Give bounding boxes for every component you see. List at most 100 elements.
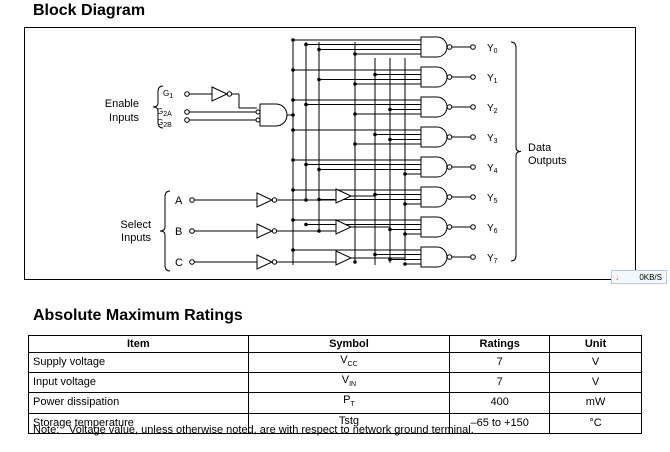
junction-dot [291, 188, 295, 192]
cell-item: Supply voltage [28, 351, 249, 374]
junction-dot [291, 38, 295, 42]
cell-symbol: VCC [247, 351, 451, 374]
table-row: Supply voltage VCC 7 V [28, 351, 642, 374]
junction-dot [291, 98, 295, 102]
inverter-bubble [446, 74, 453, 80]
ratings-header-row: Item Symbol Ratings Unit [28, 335, 642, 353]
junction-dot [373, 72, 377, 77]
enable-pin-g1: G1 [163, 89, 173, 100]
pin-terminal [189, 228, 195, 234]
cell-rating: 400 [449, 392, 551, 414]
note-label: Note: [33, 424, 60, 436]
junction-dot [353, 260, 357, 264]
pin-terminal [470, 254, 476, 260]
download-speed-badge[interactable]: ↓ 0KB/S [611, 270, 667, 284]
inverter-bubble [226, 91, 233, 97]
junction-dot [373, 252, 377, 257]
ratings-table: Item Symbol Ratings Unit Supply voltage … [28, 335, 642, 434]
enable-brace [152, 85, 164, 129]
enable-label: Enable [105, 98, 139, 110]
cell-symbol: PT [247, 392, 451, 414]
cell-symbol: Tstg [247, 412, 451, 434]
select-label: Inputs [121, 232, 151, 244]
junction-dot [388, 227, 392, 232]
inverter-bubble [271, 228, 278, 234]
enable-and-gate [259, 103, 288, 127]
decoder-nand-gate [420, 36, 448, 58]
junction-dot [304, 162, 308, 167]
inverter-bubble [446, 254, 453, 260]
junction-dot [373, 132, 377, 137]
decoder-nand-gate [420, 96, 448, 118]
decoder-nand-gate [420, 246, 448, 268]
inverter-bubble [446, 194, 453, 200]
cell-unit: mW [549, 392, 642, 414]
ratings-note: Note: Voltage value, unless otherwise not… [33, 424, 474, 436]
cell-unit: V [549, 372, 642, 394]
pin-terminal [470, 194, 476, 200]
junction-dot [403, 202, 407, 206]
cell-rating: –65 to +150 [449, 412, 551, 434]
inverter-bubble [255, 117, 261, 123]
output-label-y3: Y3 [487, 133, 498, 145]
junction-dot [304, 42, 308, 47]
cell-unit: °C [549, 412, 642, 434]
junction-dot [403, 172, 407, 176]
output-label-y0: Y0 [487, 43, 498, 55]
note-text: Voltage value, unless otherwise noted, a… [69, 424, 474, 436]
pin-terminal [470, 74, 476, 80]
decoder-nand-gate [420, 216, 448, 238]
junction-dot [317, 197, 321, 202]
junction-dot [353, 112, 357, 116]
pin-terminal [184, 91, 190, 97]
g1-inverter [211, 86, 229, 102]
outputs-brace [510, 41, 522, 262]
pin-terminal [470, 164, 476, 170]
junction-dot [317, 167, 321, 172]
table-row: Power dissipation PT 400 mW [28, 392, 642, 414]
header-unit: Unit [549, 335, 642, 353]
select-pin-a: A [175, 195, 183, 207]
junction-dot [317, 229, 321, 233]
cell-item: Storage temperature [28, 412, 249, 434]
data-outputs-label: Outputs [528, 155, 567, 167]
cell-item: Input voltage [28, 372, 249, 394]
data-outputs-label: Data [528, 142, 552, 154]
select-buffer [335, 188, 353, 204]
ratings-title: Absolute Maximum Ratings [33, 307, 243, 324]
table-row: Input voltage VIN 7 V [28, 372, 642, 394]
output-label-y4: Y4 [487, 163, 498, 175]
pin-terminal [470, 44, 476, 50]
select-inverter [256, 223, 274, 239]
inverter-bubble [271, 259, 278, 265]
junction-dot [291, 68, 295, 72]
pin-terminal [189, 259, 195, 265]
pin-terminal [470, 104, 476, 110]
junction-dot [403, 262, 407, 266]
block-diagram-schematic: Y0Y1Y2Y3Y4Y5Y6Y7EnableInputsG1G2AG2BSele… [105, 36, 567, 272]
junction-dot [403, 232, 407, 236]
select-buffer [335, 250, 353, 266]
junction-dot [291, 218, 295, 222]
enable-pin-g2a: G2A [157, 107, 172, 118]
inverter-bubble [446, 134, 453, 140]
junction-dot [291, 248, 295, 252]
pin-terminal [470, 134, 476, 140]
junction-dot [317, 77, 321, 82]
select-brace [159, 190, 171, 272]
decoder-nand-gate [420, 66, 448, 88]
enable-pin-g2b: G2B [157, 118, 172, 129]
cell-symbol: VIN [247, 372, 451, 394]
inverter-bubble [446, 224, 453, 230]
cell-rating: 7 [449, 351, 551, 374]
junction-dot [353, 82, 357, 86]
cell-unit: V [549, 351, 642, 374]
decoder-nand-gate [420, 156, 448, 178]
output-label-y7: Y7 [487, 253, 498, 265]
output-label-y2: Y2 [487, 103, 498, 115]
header-ratings: Ratings [449, 335, 551, 353]
junction-dot [291, 128, 295, 132]
inverter-bubble [255, 109, 261, 115]
select-pin-b: B [175, 226, 182, 238]
